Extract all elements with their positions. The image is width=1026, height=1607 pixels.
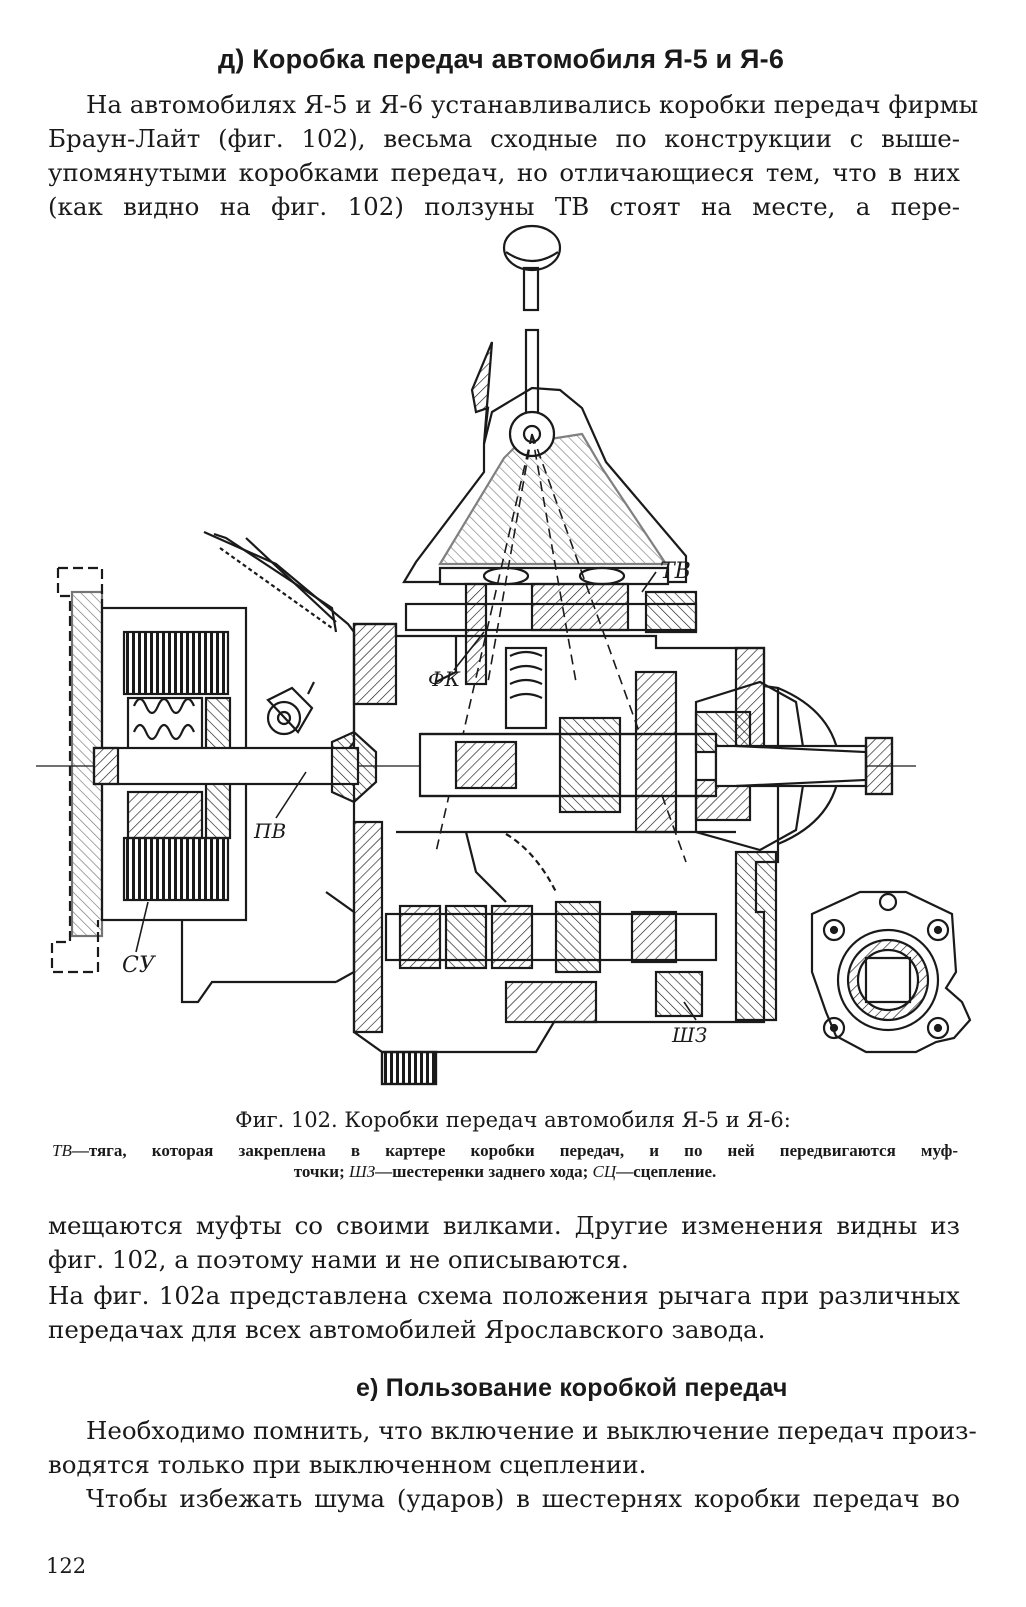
caption-text: —сцепление. (616, 1162, 717, 1181)
text-line: Необходимо помнить, что включение и выкл… (86, 1416, 977, 1445)
text-line: мещаются муфты со своими вилками. Другие… (48, 1211, 960, 1240)
text-line: фиг. 102, а поэтому нами и не описываютс… (48, 1245, 629, 1274)
caption-text: точки; (293, 1162, 349, 1181)
paragraph-clutch-note: Необходимо помнить, что включение и выкл… (48, 1414, 977, 1482)
text-line: водятся только при выключенном сцеплении… (48, 1450, 647, 1479)
caption-abbr-shz: ШЗ (348, 1162, 376, 1181)
text-line: передачах для всех автомобилей Ярославск… (48, 1315, 766, 1344)
gearbox-section-drawing: ТВ ФК ПВ СУ ШЗ (36, 212, 996, 1100)
paragraph-intro: На автомобилях Я-5 и Я-6 устанавливались… (48, 88, 979, 224)
paragraph-noise: Чтобы избежать шума (ударов) в шестернях… (48, 1482, 960, 1516)
caption-line: ТВ—тяга, которая закреплена в картере ко… (52, 1140, 958, 1161)
figure-caption-body: ТВ—тяга, которая закреплена в картере ко… (52, 1140, 958, 1182)
gearbox-drawing-svg: ТВ ФК ПВ СУ ШЗ (36, 224, 972, 1086)
caption-text: —тяга, которая закреплена в картере коро… (71, 1141, 958, 1160)
text-line: На фиг. 102а представлена схема положени… (48, 1281, 960, 1310)
label-fk: ФК (428, 667, 461, 691)
paragraph-continued: мещаются муфты со своими вилками. Другие… (48, 1209, 960, 1277)
text-line: упомянутыми коробками передач, но отлича… (48, 158, 960, 187)
label-su: СУ (122, 953, 157, 978)
text-line: Браун-Лайт (фиг. 102), весьма сходные по… (48, 124, 960, 153)
label-shz: ШЗ (671, 1023, 707, 1047)
figure-caption-title: Фиг. 102. Коробки передач автомобиля Я-5… (235, 1108, 791, 1132)
label-pv: ПВ (253, 819, 286, 843)
section-title-e: е) Пользование коробкой передач (356, 1374, 788, 1402)
caption-abbr-sc: СЦ (592, 1162, 617, 1181)
text-line: Чтобы избежать шума (ударов) в шестернях… (86, 1484, 960, 1513)
text-line: (как видно на фиг. 102) ползуны ТВ стоят… (48, 192, 960, 221)
caption-text: —шестеренки заднего хода; (375, 1162, 593, 1181)
label-tv: ТВ (660, 559, 691, 584)
paragraph-fig-102a: На фиг. 102а представлена схема положени… (48, 1279, 960, 1347)
caption-line: точки; ШЗ—шестеренки заднего хода; СЦ—сц… (52, 1161, 958, 1182)
text-line: На автомобилях Я-5 и Я-6 устанавливались… (86, 90, 979, 119)
caption-abbr-tv: ТВ (52, 1141, 72, 1160)
page-number: 122 (46, 1554, 87, 1578)
section-title-d: д) Коробка передач автомобиля Я-5 и Я-6 (218, 44, 785, 74)
